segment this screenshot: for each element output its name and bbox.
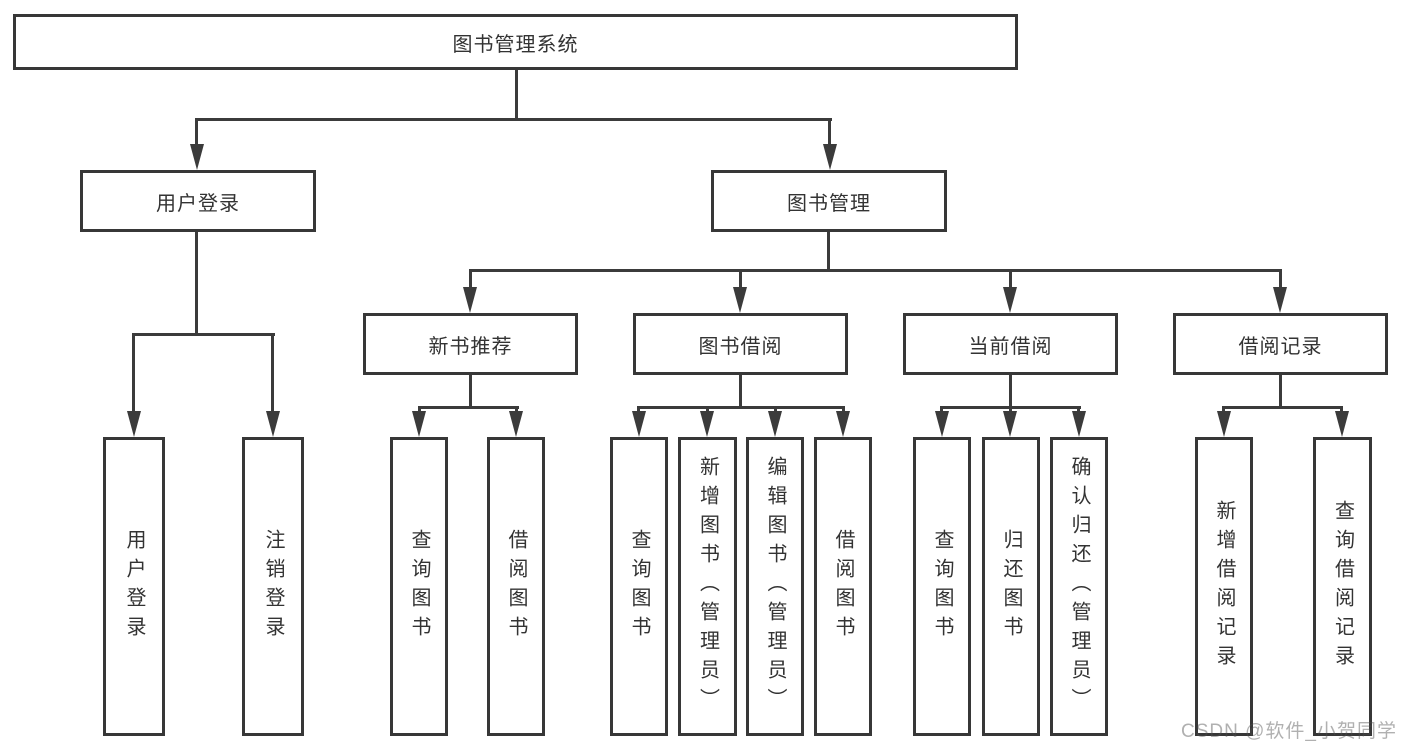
- arrowhead-book-borrow: [733, 287, 747, 313]
- connector-leg: [637, 406, 640, 413]
- leaf-edit-books-admin: 编辑图书（管理员）: [746, 437, 804, 736]
- arrowhead-book-management: [823, 144, 837, 170]
- leaf-label: 编辑图书（管理员）: [764, 456, 786, 717]
- arrowhead-borrow-books-2: [836, 411, 850, 437]
- leaf-label: 注销登录: [262, 528, 284, 645]
- node-current-borrowing: 当前借阅: [903, 313, 1118, 375]
- arrowhead-confirm-return: [1072, 411, 1086, 437]
- leaf-query-books-current: 查询图书: [913, 437, 971, 736]
- arrowhead-leaf-login: [127, 411, 141, 437]
- connector-new-books-stem: [469, 375, 472, 409]
- connector-leg: [706, 406, 709, 413]
- arrowhead-borrow-books-1: [509, 411, 523, 437]
- arrowhead-add-borrow-record: [1217, 411, 1231, 437]
- connector-leg-new-books: [469, 269, 472, 289]
- leaf-borrow-books-borrowing: 借阅图书: [814, 437, 872, 736]
- leaf-label: 查询图书: [931, 528, 953, 645]
- connector-leg: [1077, 406, 1080, 413]
- arrowhead-query-borrow-record: [1335, 411, 1349, 437]
- connector-book-management-rail: [469, 269, 1282, 272]
- node-label: 图书管理: [787, 192, 871, 215]
- arrowhead-current-borrow: [1003, 287, 1017, 313]
- leaf-label: 新增借阅记录: [1213, 499, 1235, 674]
- connector-leg: [418, 406, 421, 413]
- connector-borrow-records-stem: [1279, 375, 1282, 409]
- leaf-add-books-admin: 新增图书（管理员）: [678, 437, 737, 736]
- leaf-label: 查询图书: [628, 528, 650, 645]
- node-library-management-system: 图书管理系统: [13, 14, 1018, 70]
- leaf-label: 查询借阅记录: [1331, 499, 1354, 674]
- connector-leg: [515, 406, 518, 413]
- connector-leg: [774, 406, 777, 413]
- connector-user-login-rail: [132, 333, 275, 336]
- arrowhead-add-books: [700, 411, 714, 437]
- arrowhead-leaf-logout: [266, 411, 280, 437]
- node-label: 新书推荐: [428, 335, 513, 358]
- connector-leg-book-borrow: [739, 269, 742, 289]
- arrowhead-new-books: [463, 287, 477, 313]
- arrowhead-return-books: [1003, 411, 1017, 437]
- leaf-return-books: 归还图书: [982, 437, 1040, 736]
- connector-root-stem: [515, 70, 518, 120]
- leaf-label: 查询图书: [408, 528, 430, 645]
- connector-leg-leaf-logout: [271, 333, 274, 411]
- node-book-management: 图书管理: [711, 170, 947, 232]
- node-label: 当前借阅: [968, 335, 1053, 358]
- leaf-label: 新增图书（管理员）: [696, 456, 719, 717]
- connector-leg: [1009, 406, 1012, 413]
- arrowhead-edit-books: [768, 411, 782, 437]
- connector-new-books-rail: [418, 406, 519, 409]
- arrowhead-borrow-records: [1273, 287, 1287, 313]
- leaf-borrow-books-recommend: 借阅图书: [487, 437, 545, 736]
- connector-leg-current-borrow: [1009, 269, 1012, 289]
- connector-leg: [842, 406, 845, 413]
- node-label: 图书借阅: [698, 335, 783, 358]
- leaf-label: 借阅图书: [832, 528, 854, 645]
- arrowhead-query-books-1: [412, 411, 426, 437]
- connector-leg: [940, 406, 943, 413]
- connector-book-borrow-rail: [637, 406, 845, 409]
- leaf-user-login: 用户登录: [103, 437, 165, 736]
- arrowhead-query-books-3: [935, 411, 949, 437]
- leaf-logout: 注销登录: [242, 437, 304, 736]
- leaf-query-borrow-record: 查询借阅记录: [1313, 437, 1372, 736]
- connector-user-login-stem: [195, 232, 198, 336]
- connector-leg: [1340, 406, 1343, 413]
- arrowhead-user-login: [190, 144, 204, 170]
- connector-leg-user-login: [195, 118, 198, 146]
- arrowhead-query-books-2: [632, 411, 646, 437]
- connector-leg-borrow-records: [1279, 269, 1282, 289]
- node-label: 图书管理系统: [452, 33, 579, 56]
- node-book-borrowing: 图书借阅: [633, 313, 848, 375]
- leaf-label: 归还图书: [1000, 528, 1022, 645]
- node-label: 借阅记录: [1238, 335, 1323, 358]
- node-label: 用户登录: [156, 192, 240, 215]
- connector-book-borrow-stem: [739, 375, 742, 409]
- connector-borrow-records-rail: [1222, 406, 1343, 409]
- leaf-label: 确认归还（管理员）: [1068, 456, 1090, 717]
- leaf-add-borrow-record: 新增借阅记录: [1195, 437, 1253, 736]
- node-borrowing-records: 借阅记录: [1173, 313, 1388, 375]
- leaf-query-books-borrowing: 查询图书: [610, 437, 668, 736]
- node-new-book-recommend: 新书推荐: [363, 313, 578, 375]
- leaf-label: 用户登录: [123, 528, 145, 645]
- leaf-confirm-return-admin: 确认归还（管理员）: [1050, 437, 1108, 736]
- leaf-label: 借阅图书: [505, 528, 527, 645]
- connector-root-rail: [195, 118, 832, 121]
- connector-current-borrow-stem: [1009, 375, 1012, 409]
- connector-leg-book-management: [828, 118, 831, 146]
- leaf-query-books-recommend: 查询图书: [390, 437, 448, 736]
- node-user-login: 用户登录: [80, 170, 316, 232]
- connector-leg-leaf-login: [132, 333, 135, 411]
- connector-leg: [1222, 406, 1225, 413]
- csdn-watermark: CSDN @软件_小贺同学: [1181, 721, 1397, 742]
- connector-book-management-stem: [827, 232, 830, 272]
